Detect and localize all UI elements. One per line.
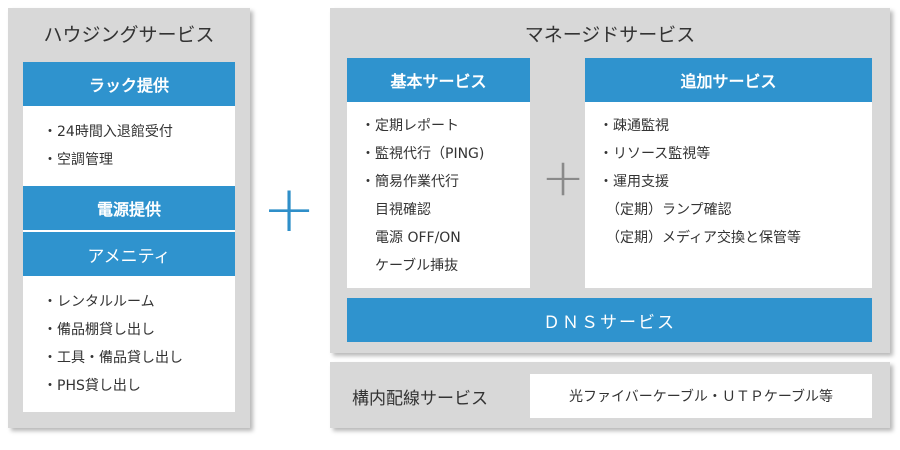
managed-panel: マネージドサービス 基本サービス ・定期レポート ・監視代行（PING) ・簡易… <box>330 8 890 353</box>
plus-icon: + <box>541 148 585 208</box>
power-header: 電源提供 <box>23 186 235 230</box>
housing-title: ハウジングサービス <box>43 24 215 46</box>
basic-header: 基本サービス <box>347 58 530 102</box>
managed-title: マネージドサービス <box>524 24 696 46</box>
rack-items-box: ・24時間入退館受付 ・空調管理 <box>23 106 235 188</box>
list-item: 目視確認 <box>361 202 431 218</box>
amenity-items: ・レンタルルーム ・備品棚貸し出し ・工具・備品貸し出し ・PHS貸し出し <box>43 288 183 400</box>
amenity-items-box: ・レンタルルーム ・備品棚貸し出し ・工具・備品貸し出し ・PHS貸し出し <box>23 276 235 412</box>
divider <box>23 230 235 232</box>
additional-items: ・疎通監視 ・リソース監視等 ・運用支援 （定期）ランプ確認 （定期）メディア交… <box>599 112 801 252</box>
list-item: ・工具・備品貸し出し <box>43 350 183 366</box>
basic-items-box: ・定期レポート ・監視代行（PING) ・簡易作業代行 目視確認 電源 OFF/… <box>347 102 530 288</box>
list-item: ・24時間入退館受付 <box>43 124 173 140</box>
list-item: ・簡易作業代行 <box>361 174 459 190</box>
list-item: （定期）メディア交換と保管等 <box>599 230 802 246</box>
list-item: （定期）ランプ確認 <box>599 202 732 218</box>
cabling-label: 構内配線サービス <box>352 389 488 409</box>
cabling-detail: 光ファイバーケーブル・ＵＴＰケーブル等 <box>568 389 834 405</box>
additional-header: 追加サービス <box>585 58 872 102</box>
list-item: ・レンタルルーム <box>43 294 155 310</box>
list-item: 電源 OFF/ON <box>361 230 461 246</box>
list-item: ケーブル挿抜 <box>361 258 459 274</box>
housing-panel: ハウジングサービス ラック提供 ・24時間入退館受付 ・空調管理 電源提供 アメ… <box>8 8 250 428</box>
plus-icon: + <box>262 173 316 247</box>
list-item: ・運用支援 <box>599 174 669 190</box>
list-item: ・疎通監視 <box>599 118 669 134</box>
dns-bar: ＤＮＳサービス <box>347 298 872 342</box>
rack-header: ラック提供 <box>23 62 235 106</box>
list-item: ・備品棚貸し出し <box>43 322 155 338</box>
list-item: ・PHS貸し出し <box>43 378 141 394</box>
list-item: ・監視代行（PING) <box>361 146 485 162</box>
amenity-header: アメニティ <box>23 232 235 276</box>
list-item: ・リソース監視等 <box>599 146 711 162</box>
list-item: ・空調管理 <box>43 152 113 168</box>
additional-items-box: ・疎通監視 ・リソース監視等 ・運用支援 （定期）ランプ確認 （定期）メディア交… <box>585 102 872 288</box>
basic-items: ・定期レポート ・監視代行（PING) ・簡易作業代行 目視確認 電源 OFF/… <box>361 112 484 280</box>
rack-items: ・24時間入退館受付 ・空調管理 <box>43 118 173 174</box>
cabling-panel: 構内配線サービス 光ファイバーケーブル・ＵＴＰケーブル等 <box>330 362 890 428</box>
cabling-detail-box: 光ファイバーケーブル・ＵＴＰケーブル等 <box>530 374 872 418</box>
list-item: ・定期レポート <box>361 118 459 134</box>
